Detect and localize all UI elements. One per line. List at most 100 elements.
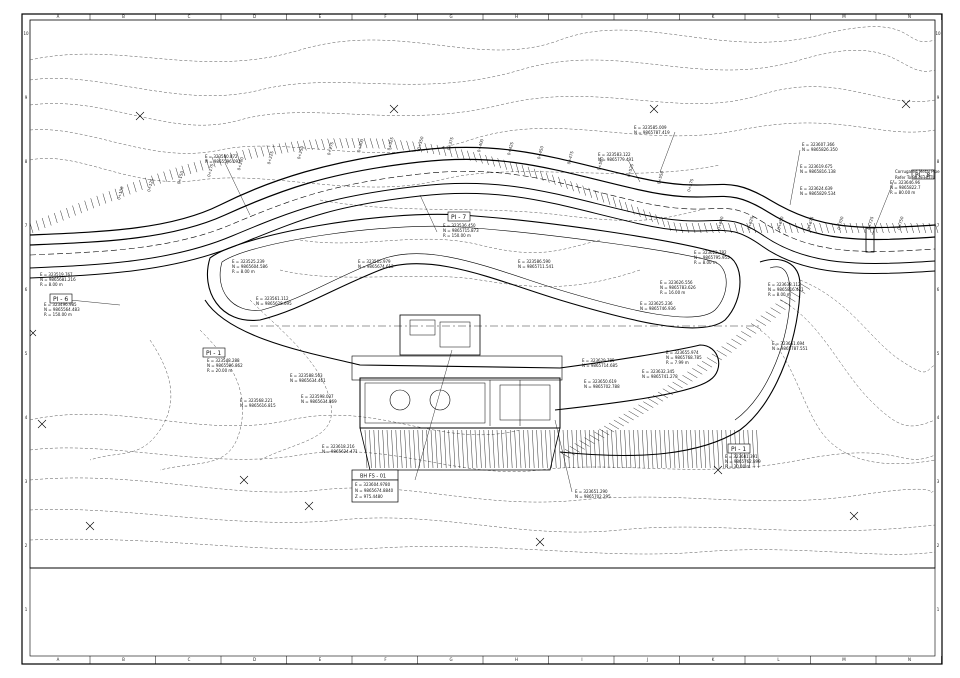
chainage-label: 0+700 <box>836 215 844 230</box>
chainage-label: 0+675 <box>806 215 814 230</box>
coordinate-label: E = 323622.782 <box>694 250 727 255</box>
coordinate-label: N = 9865816.421 <box>768 287 804 292</box>
coordinate-label: N = 9865702.295 <box>575 494 611 499</box>
hatch-stroke <box>272 144 277 155</box>
hatch-stroke <box>782 222 787 234</box>
hatch-stroke <box>790 291 801 298</box>
hatch-stroke <box>108 191 113 202</box>
hatch-stroke <box>625 202 629 213</box>
hatch-stroke <box>404 429 407 469</box>
hatch-stroke <box>655 214 659 225</box>
hatch-stroke <box>54 212 58 224</box>
hatch-stroke <box>503 159 507 170</box>
coordinate-label: E = 323586.590 <box>518 259 551 264</box>
hatch-stroke <box>703 429 706 469</box>
grid-column-ref: N <box>908 657 911 662</box>
hatch-stroke <box>831 222 835 234</box>
leader-lines <box>69 131 895 493</box>
hatch-stroke <box>479 429 482 469</box>
hatch-stroke <box>400 140 404 151</box>
borehole-easting: E = 323604.9780 <box>355 482 391 487</box>
hatch-stroke <box>643 209 647 220</box>
hatch-stroke <box>928 222 933 234</box>
coordinate-label: E = 323565.979 <box>358 259 391 264</box>
hatch-stroke <box>631 204 635 215</box>
hatch-stroke <box>510 429 513 469</box>
hatch-stroke <box>527 429 530 469</box>
chainage-label: 0+250 <box>296 145 304 160</box>
grid-column-ref: J <box>646 657 648 662</box>
hatch-stroke <box>741 331 752 338</box>
grid-row-ref: 8 <box>937 159 940 164</box>
hatch-stroke <box>559 451 571 459</box>
hatch-stroke <box>230 152 234 163</box>
coordinate-label: E = 323583.122 <box>598 152 631 157</box>
plant-building <box>351 314 563 471</box>
grid-column-ref: I <box>581 14 582 19</box>
chainage-label: 0+325 <box>386 136 394 151</box>
hatch-stroke <box>540 170 544 181</box>
hatch-stroke <box>874 222 878 234</box>
grid-column-ref: L <box>777 14 780 19</box>
hatch-stroke <box>740 222 744 234</box>
chainage-label: 0+125 <box>146 178 154 193</box>
hatch-stroke <box>448 429 451 469</box>
hatch-stroke <box>309 139 313 150</box>
chainage-label: 0+525 <box>626 163 634 178</box>
hatch-stroke <box>886 222 890 234</box>
grid-column-ref: N <box>908 14 911 19</box>
coordinate-label: E = 323651.694 <box>772 341 805 346</box>
coordinate-label: E = 323638.112 <box>768 282 801 287</box>
grid-row-ref: 6 <box>937 287 940 292</box>
coordinate-label: E = 323629.785 <box>582 358 615 363</box>
hatch-stroke <box>78 203 82 214</box>
hatch-stroke <box>646 429 649 469</box>
coordinate-label: E = 323568.221 <box>240 398 273 403</box>
hatch-stroke <box>699 429 702 469</box>
culvert-note-line2: Refer To 9839-HGTU <box>895 175 935 180</box>
hatch-stroke <box>422 429 425 469</box>
chainage-label: 0+400 <box>476 138 484 153</box>
hatch-stroke <box>378 429 381 469</box>
coordinate-label: E = 323625.236 <box>640 301 673 306</box>
hatch-stroke <box>278 143 283 154</box>
hatch-stroke <box>126 184 131 195</box>
grid-column-ref: M <box>842 657 846 662</box>
coordinate-label: R = 150.00 m <box>443 233 471 238</box>
hatch-stroke <box>386 429 390 469</box>
coordinate-label: E = 323619.675 <box>800 164 833 169</box>
hatch-stroke <box>582 185 586 196</box>
hatch-stroke <box>618 416 629 424</box>
hatch-stroke <box>515 163 520 174</box>
hatch-stroke <box>642 429 645 469</box>
hatch-stroke <box>602 429 605 469</box>
grid-column-ref: G <box>449 657 452 662</box>
hatch-stroke <box>382 429 385 469</box>
hatch-stroke <box>388 139 392 150</box>
hatch-stroke <box>750 323 762 330</box>
hatch-stroke <box>382 138 386 149</box>
pi-1-tag-east: PI - 1 <box>731 446 746 453</box>
hatch-stroke <box>770 222 775 234</box>
hatch-stroke <box>734 222 738 234</box>
hatch-stroke <box>418 142 422 153</box>
coordinate-label: E = 323496.985 <box>44 302 77 307</box>
hatch-stroke <box>799 283 811 290</box>
hatch-stroke <box>315 139 319 150</box>
grid-row-ref: 10 <box>23 31 29 36</box>
grid-column-ref: L <box>777 657 780 662</box>
hatch-stroke <box>175 167 179 178</box>
chainage-label: 0+725 <box>866 215 874 230</box>
hatch-stroke <box>752 429 755 469</box>
hatch-stroke <box>701 361 713 368</box>
hatch-stroke <box>764 222 769 234</box>
coordinate-label: N = 9865564.483 <box>44 307 80 312</box>
coordinate-label: R = 8.00 m <box>694 260 717 265</box>
hatch-stroke <box>668 429 671 469</box>
coordinate-label: R = 30.00 m <box>725 464 750 469</box>
hatch-stroke <box>224 154 228 165</box>
hatch-stroke <box>603 425 615 433</box>
hatch-stroke <box>589 434 600 441</box>
grid-row-ref: 7 <box>25 223 28 228</box>
